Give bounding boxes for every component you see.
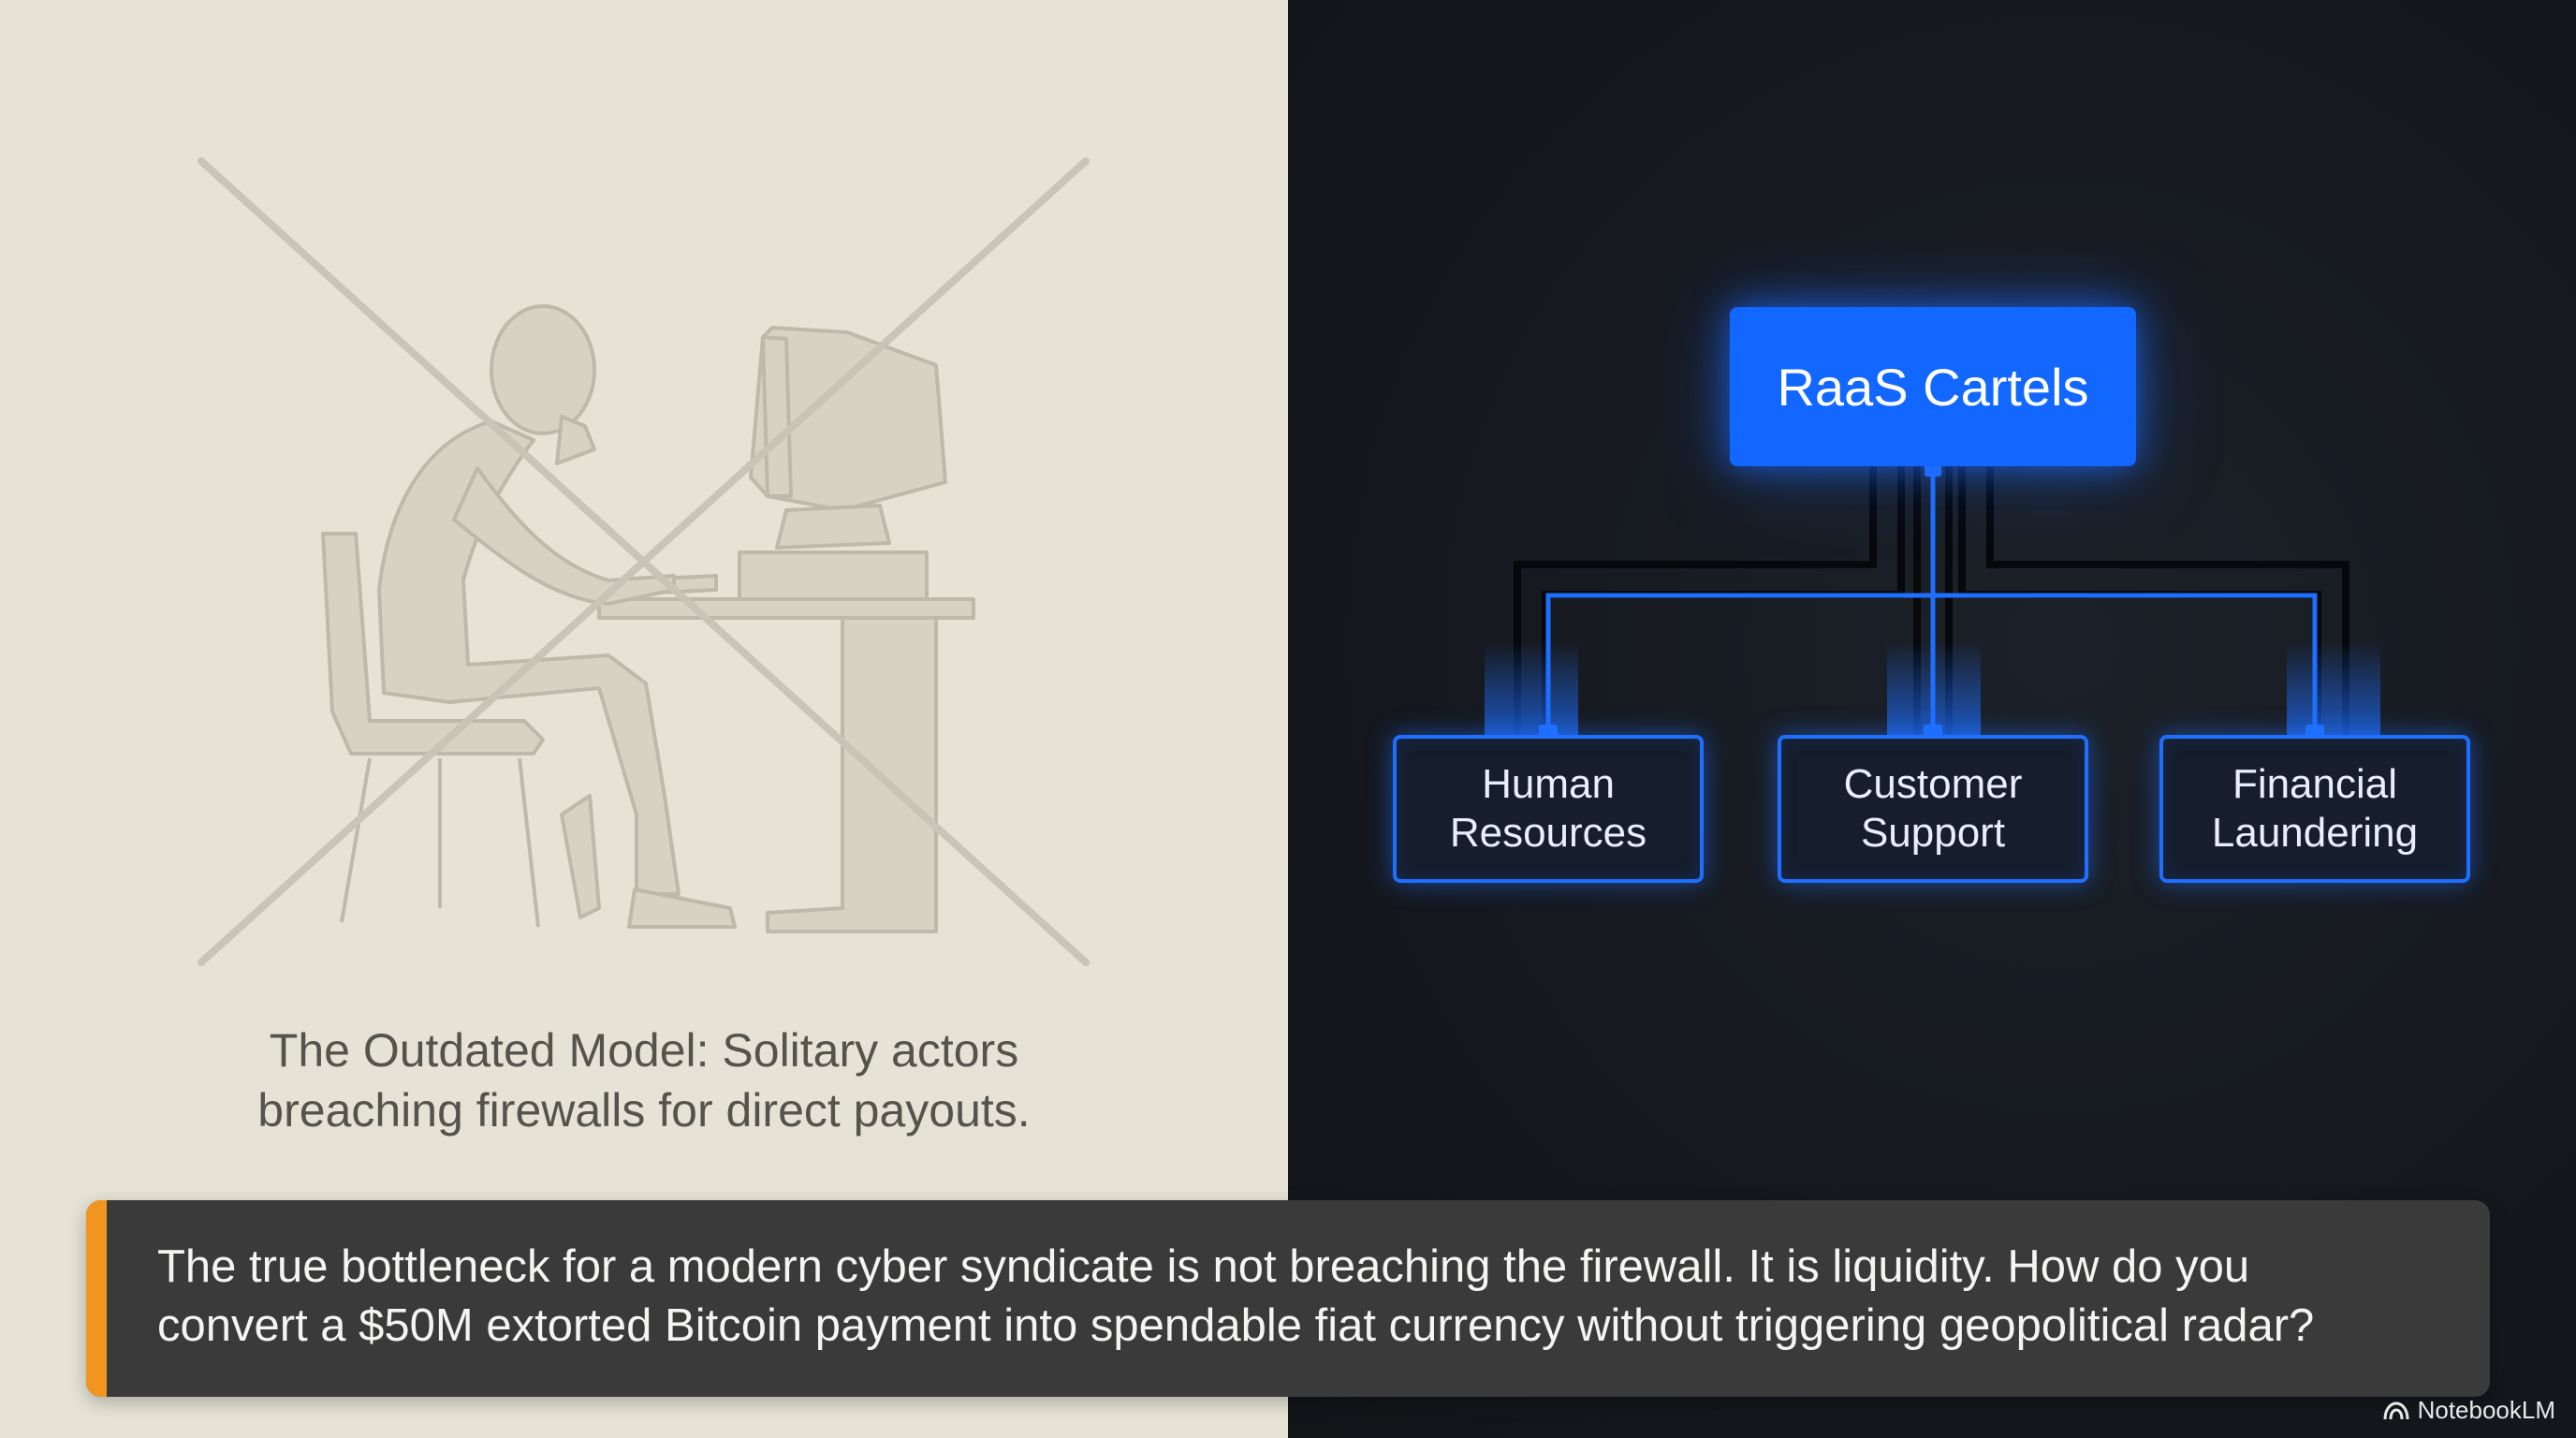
person-at-computer-icon [198,157,1090,966]
node-financial-laundering: Financial Laundering [2159,735,2470,883]
subtitle-line-1: The true bottleneck for a modern cyber s… [157,1241,2250,1292]
node-raas-cartels-label: RaaS Cartels [1777,357,2089,417]
subtitle-text: The true bottleneck for a modern cyber s… [157,1238,2460,1356]
subtitle-caption-bar: The true bottleneck for a modern cyber s… [86,1200,2490,1397]
node-label-line-2: Support [1860,810,2006,856]
org-chart-connectors [1485,463,2380,743]
left-panel: The Outdated Model: Solitary actors brea… [0,0,1288,1438]
node-label-line-1: Financial [2232,761,2398,807]
node-human-resources: Human Resources [1393,735,1704,883]
cross-out-icon [198,157,1090,966]
node-label-line-1: Human [1482,761,1615,807]
outdated-model-caption: The Outdated Model: Solitary actors brea… [140,1020,1148,1140]
subtitle-line-2: convert a $50M extorted Bitcoin payment … [157,1300,2315,1351]
caption-line-1: The Outdated Model: Solitary actors [269,1024,1019,1077]
node-raas-cartels: RaaS Cartels [1730,307,2136,466]
caption-accent-stripe [86,1200,107,1397]
notebooklm-logo-icon [2383,1401,2409,1419]
node-customer-support: Customer Support [1778,735,2088,883]
notebooklm-watermark: NotebookLM [2382,1396,2555,1425]
node-label-line-2: Laundering [2211,810,2419,856]
caption-line-2: breaching firewalls for direct payouts. [257,1084,1031,1137]
node-label-line-2: Resources [1449,810,1647,856]
node-label-line-1: Customer [1843,761,2023,807]
glow-human-resources [1485,641,1578,735]
glow-financial-laundering [2287,641,2380,735]
raas-org-chart: RaaS Cartels Human Resources Customer Su… [1288,281,2576,936]
brand-name: NotebookLM [2417,1396,2555,1424]
